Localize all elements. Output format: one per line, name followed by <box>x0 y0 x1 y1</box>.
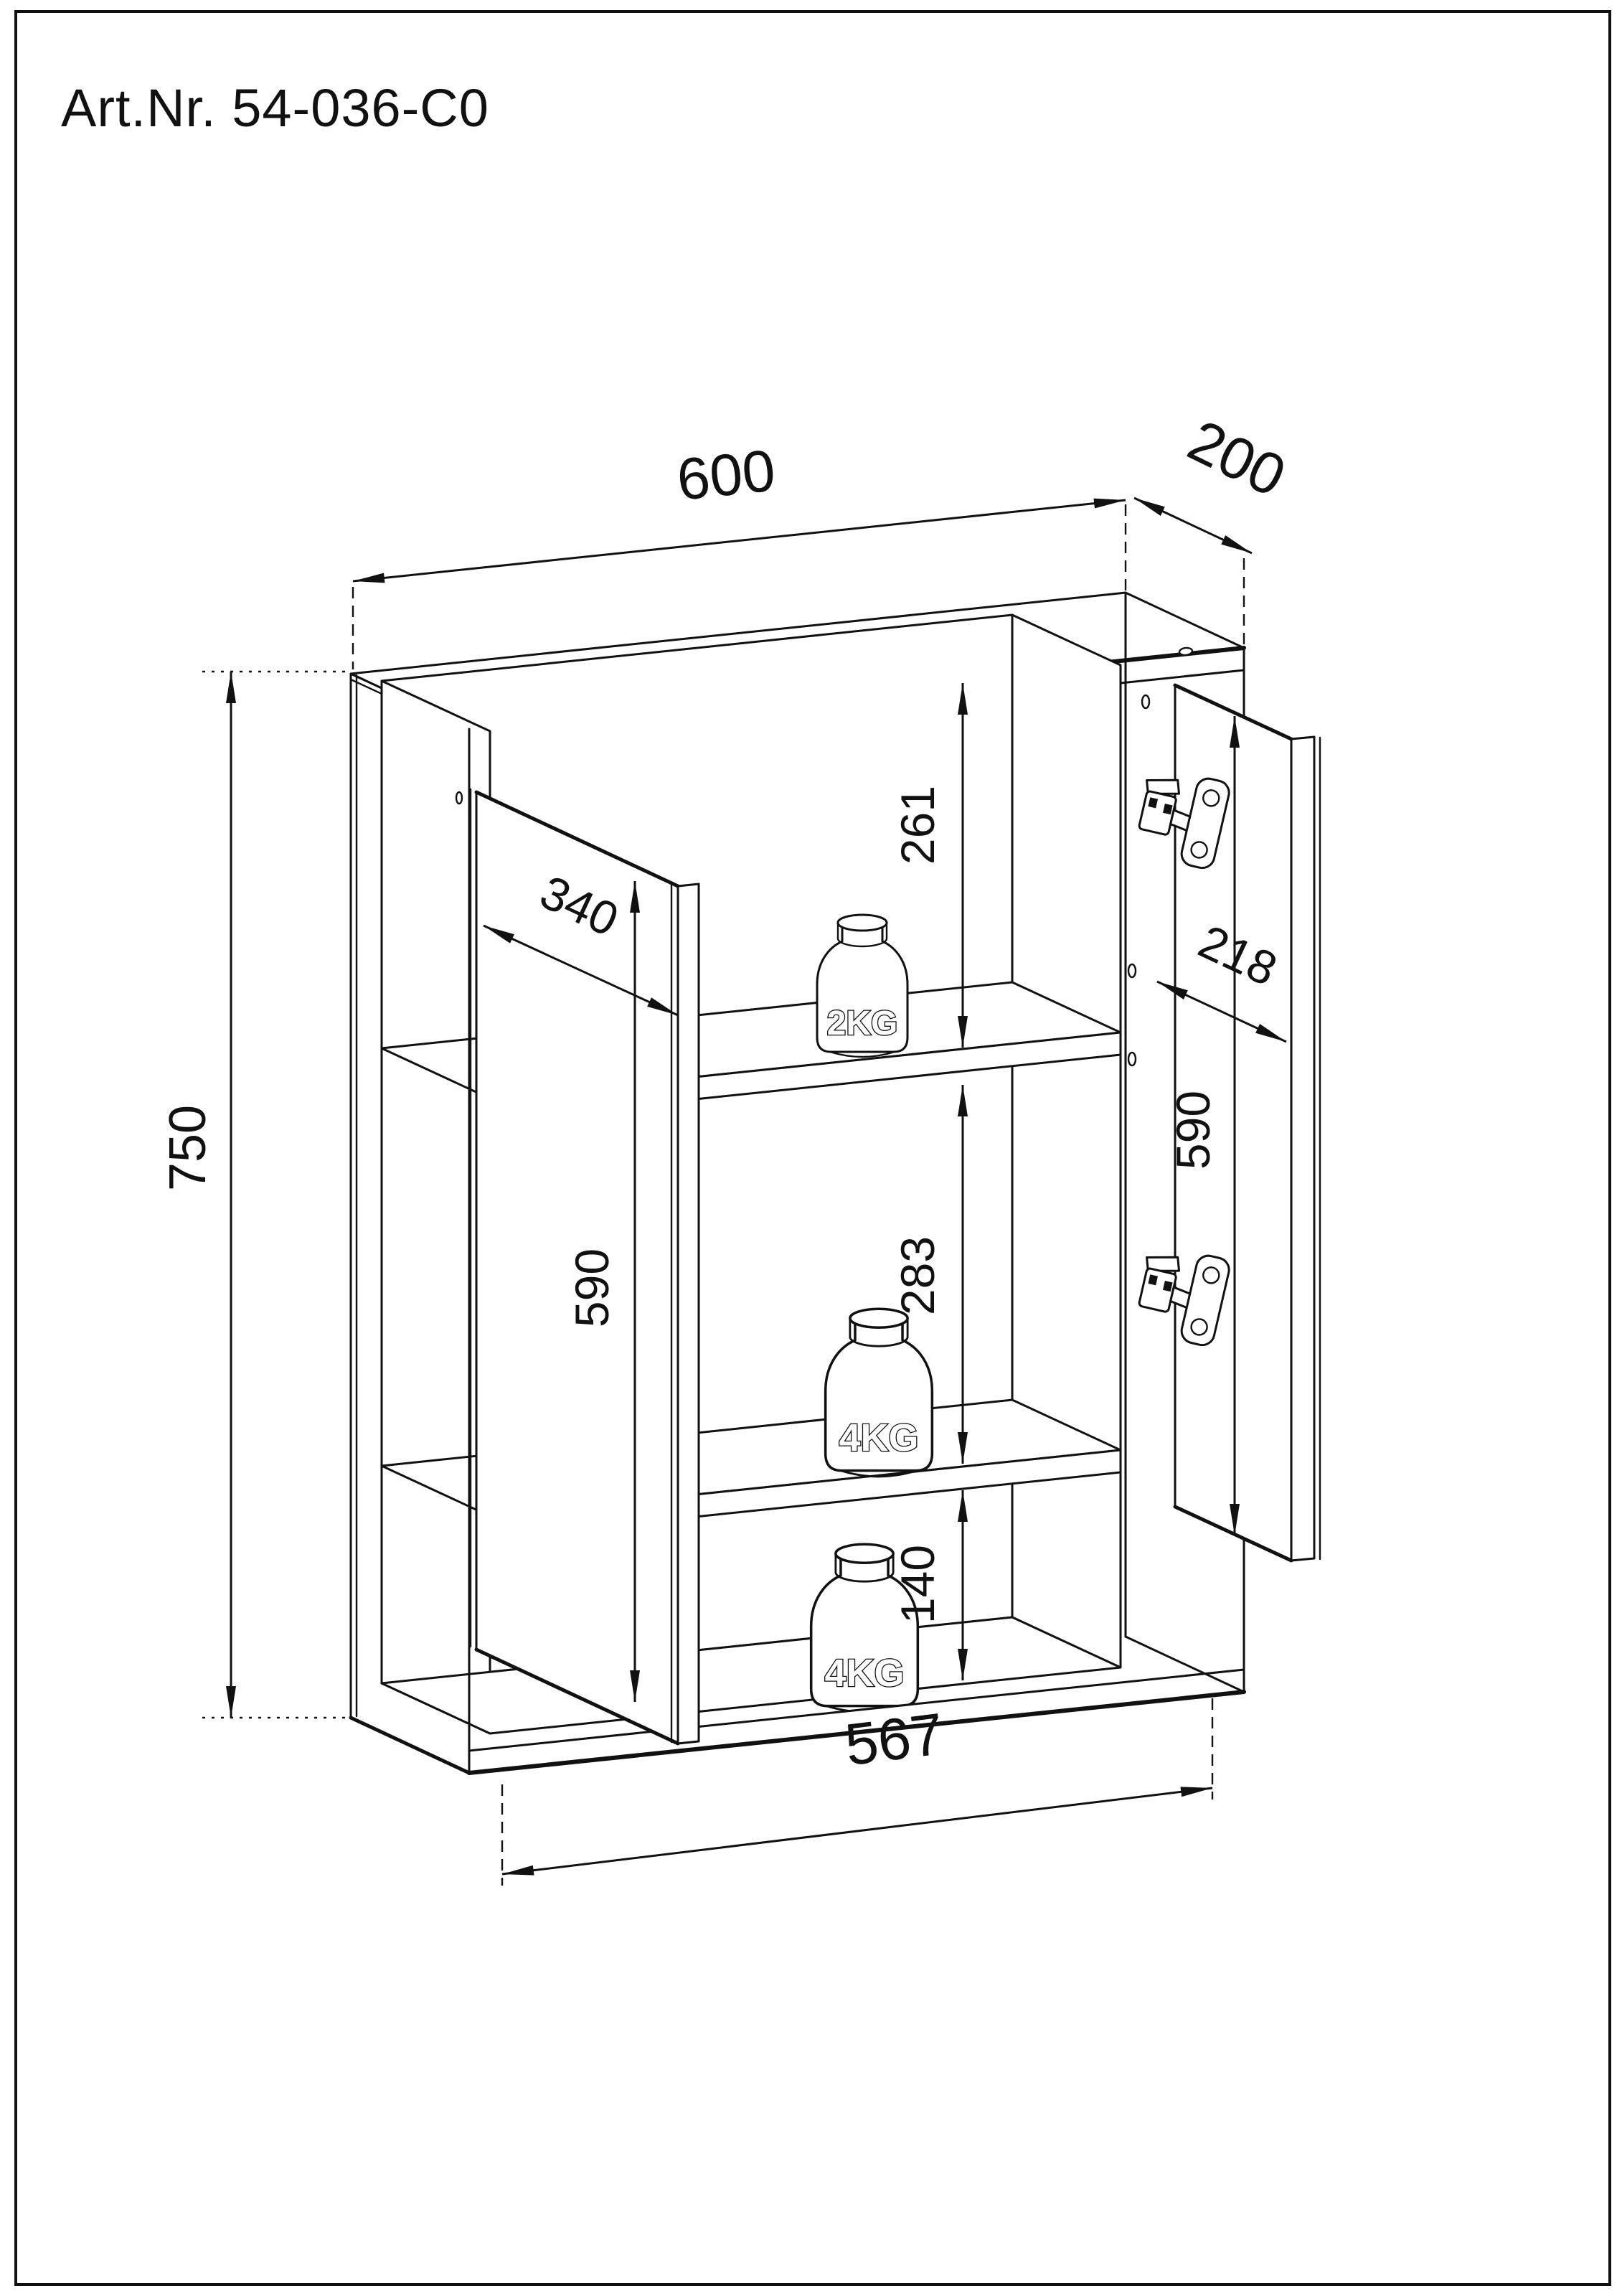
dim-590-left-label: 590 <box>565 1248 618 1327</box>
dim-overall-height: 750 <box>159 670 351 1719</box>
bottom-front-edge <box>467 1690 1246 1775</box>
dim-top-compartment: 261 <box>891 683 968 1048</box>
left-door-edge-band <box>676 883 700 1745</box>
weight-2kg-label: 2KG <box>827 1004 898 1043</box>
right-door-edge-band <box>1290 735 1316 1562</box>
dim-200-label: 200 <box>1179 408 1296 509</box>
page-title: Art.Nr. 54-036-C0 <box>61 78 489 138</box>
dim-283-label: 283 <box>891 1236 944 1315</box>
weight-4kg-bottom-icon <box>809 1543 920 1713</box>
dim-590-right-label: 590 <box>1166 1091 1220 1170</box>
screw-hole <box>1127 1051 1137 1067</box>
dim-interior-width: 567 <box>501 1698 1214 1886</box>
weight-4kg-middle-label: 4KG <box>839 1416 918 1459</box>
right-door-top-edge <box>1173 683 1293 741</box>
left-door <box>469 788 700 1746</box>
screw-hole-top <box>1178 646 1194 657</box>
dim-overall-width: 600 <box>352 438 1127 669</box>
dim-bottom-compartment: 140 <box>891 1490 968 1680</box>
dim-261-label: 261 <box>891 786 944 865</box>
left-inner-wall <box>380 679 491 1735</box>
screw-hole <box>1127 963 1137 979</box>
dim-140-label: 140 <box>891 1545 944 1624</box>
load-weights: 2KG 4KG 4KG <box>809 913 934 1713</box>
cabinet-bottom <box>349 728 1246 1775</box>
left-door-bottom-edge <box>474 1647 680 1746</box>
right-inner-wall <box>1011 613 1122 1669</box>
dim-right-door-height: 590 <box>1166 716 1240 1535</box>
left-door-top-edge <box>474 790 680 888</box>
dim-567-label: 567 <box>841 1701 947 1778</box>
weight-4kg-middle-icon <box>824 1307 934 1478</box>
hinge-bottom-icon <box>1138 1254 1230 1347</box>
screw-hole <box>1141 694 1151 710</box>
dim-600-label: 600 <box>674 438 778 513</box>
weight-2kg-icon <box>816 913 909 1058</box>
hinge-top-icon <box>1138 777 1230 870</box>
dim-middle-compartment: 283 <box>891 1085 968 1464</box>
page-border <box>14 10 1611 2286</box>
bottom-right-depth-edge <box>1124 1635 1245 1693</box>
weight-4kg-bottom-label: 4KG <box>824 1652 904 1695</box>
bottom-left-depth-edge <box>349 1716 471 1775</box>
dim-left-door-height: 590 <box>565 881 640 1702</box>
screw-hole <box>455 791 463 805</box>
dim-750-label: 750 <box>159 1105 217 1191</box>
